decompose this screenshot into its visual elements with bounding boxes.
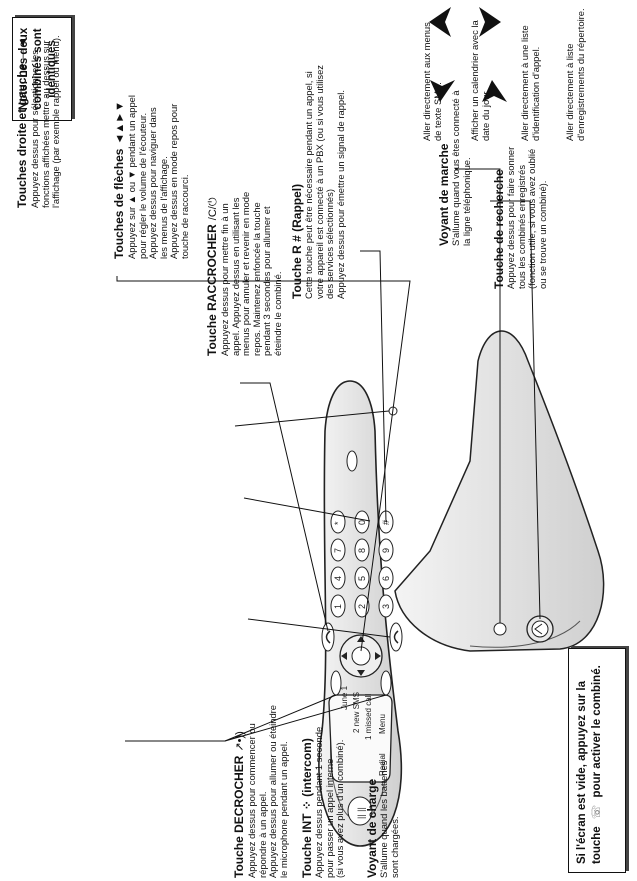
screen-softkey-left: Redial [378, 753, 387, 776]
talk-key[interactable] [389, 622, 403, 652]
screen-line-2: 2 new SMS [352, 692, 361, 733]
note-activate-line-2: touche ☏ pour activer le combiné. [591, 665, 603, 864]
section-recall-key-title: Touche R # (Rappel) [290, 183, 304, 299]
screen-softkey-right: Menu [378, 714, 387, 734]
svg-text:5: 5 [357, 576, 367, 581]
svg-text:0: 0 [357, 520, 367, 525]
section-charge-led-body: S'allume quand les batteries sont chargé… [378, 760, 400, 879]
section-intercom-key: Touche INT ⁘ (intercom) Appuyez dessus p… [300, 678, 346, 878]
power-led [493, 622, 507, 636]
handset: || || June 1 2 new SMS 1 missed call Red… [318, 380, 403, 847]
section-arrow-keys: Touches de flèches◄▲►▼ Appuyez sur ▲ ou … [112, 49, 191, 259]
note-activate-handset: Si l'écran est vide, appuyez sur la touc… [568, 648, 626, 873]
section-soft-keys-title: Touches droite et gauche—◄ [15, 37, 29, 208]
earpiece [347, 796, 373, 826]
section-soft-keys-body: Appuyez dessus pour sélectionner les fon… [29, 35, 62, 208]
arrow-down-icon [429, 7, 451, 37]
section-page-key-title: Touche de recherche [492, 169, 506, 289]
section-recall-key-body: Cette touche peut être nécessaire pendan… [303, 65, 346, 299]
svg-text:#: # [381, 520, 391, 525]
microphone [346, 450, 358, 472]
svg-text:9: 9 [381, 548, 391, 553]
svg-text:1: 1 [333, 604, 343, 609]
arrow-symbols [429, 7, 507, 102]
end-key[interactable] [321, 622, 335, 652]
navigation-keys[interactable] [339, 634, 383, 678]
talk-handset-icon: ☏ [591, 804, 603, 820]
screen-line-3: 1 missed call [364, 694, 373, 740]
section-arrow-keys-body: Appuyez sur ▲ ou ▼ pendant un appel pour… [126, 95, 190, 259]
section-talk-key-title: Touche DECROCHER↗•)) [232, 731, 246, 878]
arrow-right-icon [482, 80, 507, 102]
section-end-key-body: Appuyez dessus pour mettre fin à un appe… [219, 191, 283, 356]
section-recall-key: Touche R # (Rappel) Cette touche peut êt… [290, 9, 346, 299]
screen-line-1: June 1 [340, 685, 349, 710]
svg-text:8: 8 [357, 548, 367, 553]
arrow-desc-sms: Aller directement aux menus de texte SMS… [421, 22, 443, 141]
arrow-desc-phonebook: Aller directement à liste d'enregistreme… [564, 8, 586, 141]
section-end-key-title: Touche RACCROCHER/C/⏻ [205, 197, 219, 356]
section-end-key: Touche RACCROCHER/C/⏻ Appuyez dessus pou… [205, 146, 284, 356]
keypad[interactable]: 1 2 3 4 5 6 7 8 9 * 0 # [330, 510, 394, 618]
section-arrow-keys-title: Touches de flèches◄▲►▼ [112, 100, 126, 259]
section-charge-led: Voyant de charge S'allume quand les batt… [365, 708, 400, 879]
arrow-desc-calendar: Afficher un calendrier avec la date du j… [469, 20, 491, 141]
note-activate-line-1: Si l'écran est vide, appuyez sur la [576, 681, 588, 864]
svg-text:7: 7 [333, 548, 343, 553]
leader-lines [116, 168, 541, 742]
arrow-up-icon [479, 7, 501, 37]
section-intercom-key-title: Touche INT ⁘ (intercom) [300, 738, 314, 878]
svg-text:*: * [333, 521, 343, 525]
svg-text:3: 3 [381, 604, 391, 609]
section-talk-key: Touche DECROCHER↗•)) Appuyez dessus pour… [232, 658, 289, 878]
page-button[interactable] [526, 615, 554, 643]
soft-key-right[interactable] [380, 670, 392, 696]
section-soft-keys: Touches droite et gauche—◄ Appuyez dessu… [15, 8, 62, 208]
charging-base [394, 330, 605, 652]
section-intercom-key-body: Appuyez dessus pendant 1 seconde pour pa… [313, 726, 346, 878]
svg-text:|| ||: || || [356, 807, 366, 819]
section-talk-key-body: Appuyez dessus pour commencer ou répondr… [246, 704, 289, 878]
section-charge-led-title: Voyant de charge [365, 778, 379, 878]
arrow-left-icon [430, 80, 455, 102]
svg-text:6: 6 [381, 576, 391, 581]
svg-text:2: 2 [357, 604, 367, 609]
svg-text:4: 4 [333, 576, 343, 581]
arrow-desc-callerid: Aller directement à une liste d'identifi… [519, 25, 541, 141]
